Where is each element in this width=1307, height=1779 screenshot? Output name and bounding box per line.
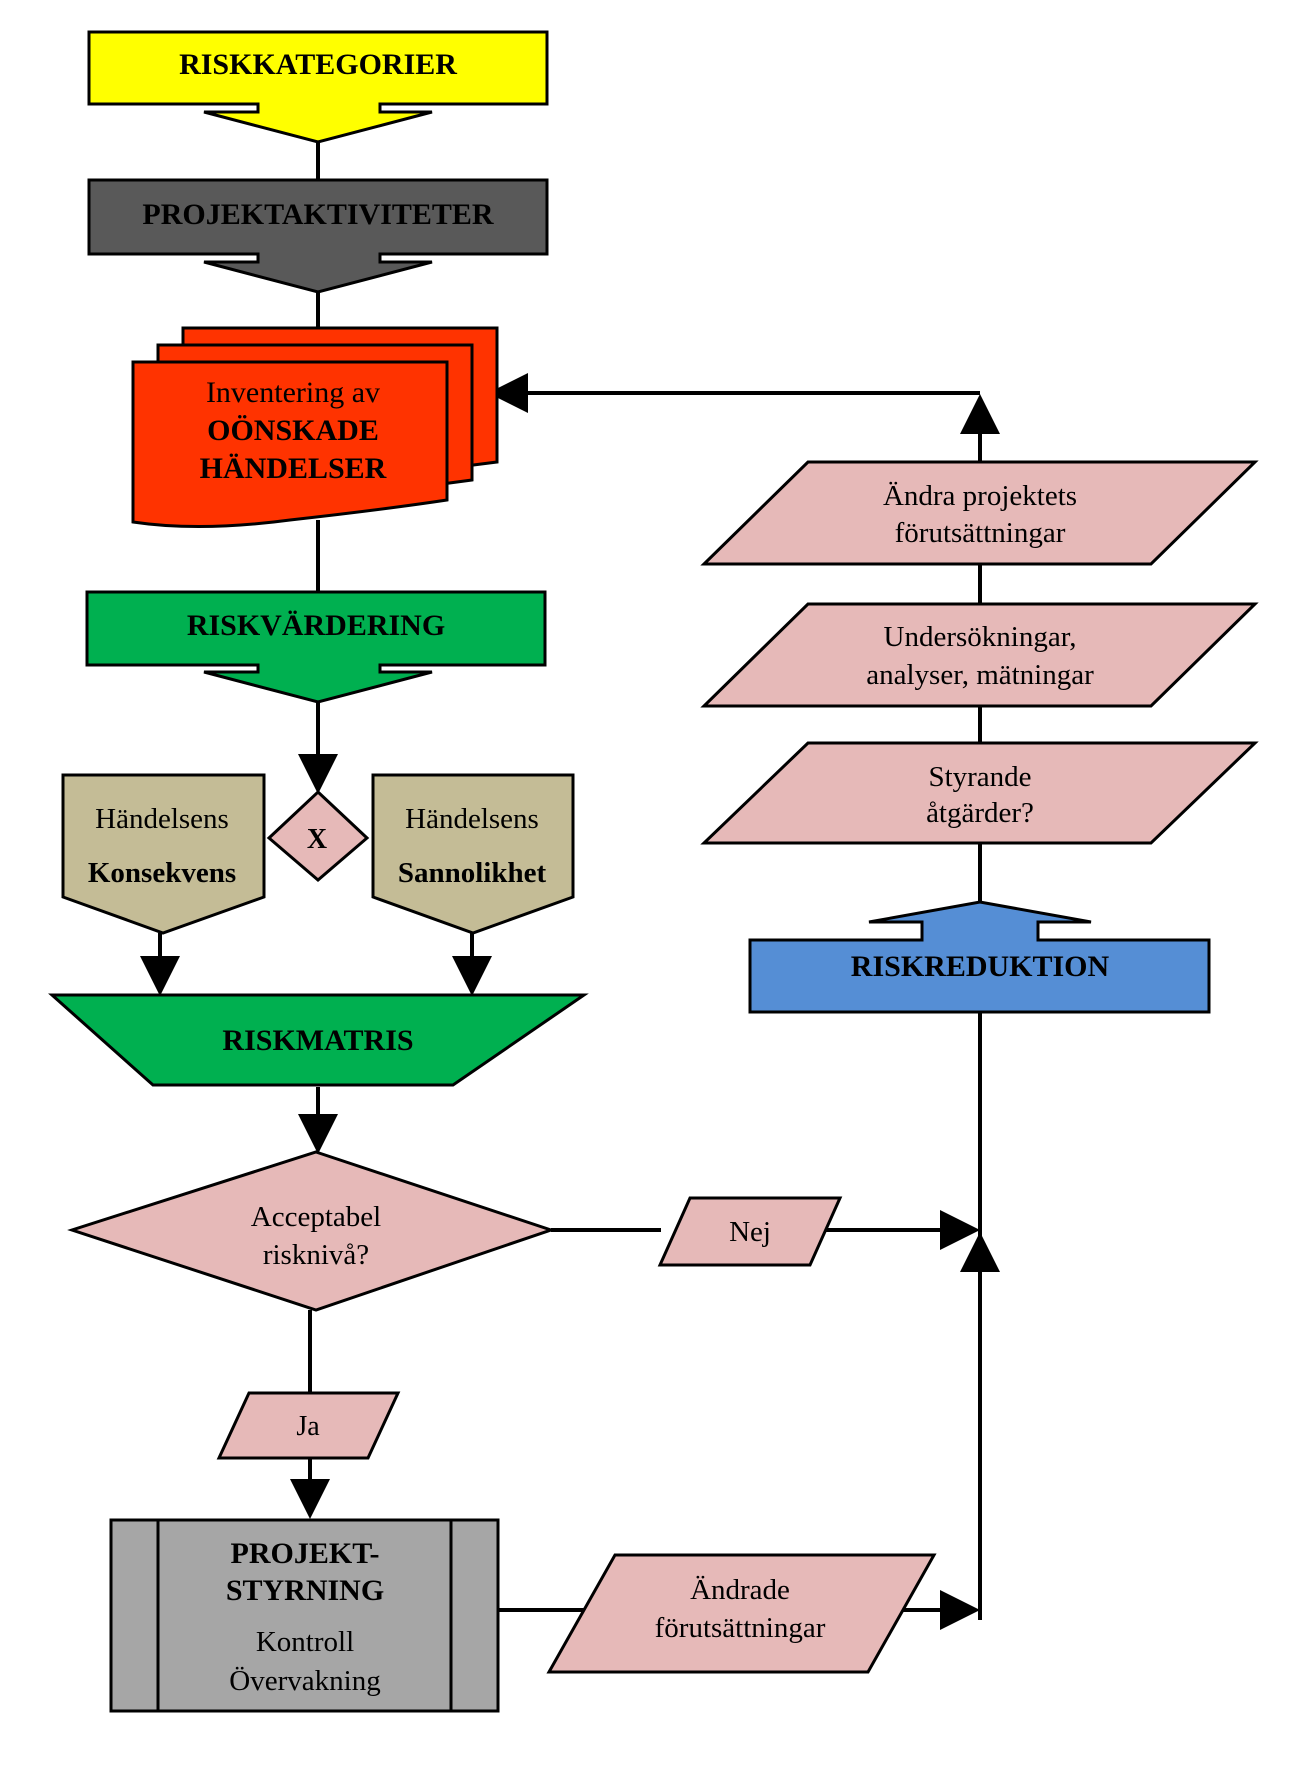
node-styrande: Styrande åtgärder? bbox=[700, 741, 1259, 845]
node-undersokningar: Undersökningar, analyser, mätningar bbox=[700, 602, 1259, 708]
styrande-line2: åtgärder? bbox=[926, 797, 1034, 829]
multiply-label: X bbox=[307, 824, 327, 855]
projektstyrning-line4: Övervakning bbox=[229, 1665, 380, 1697]
sannolikhet-shape bbox=[371, 773, 575, 935]
riskreduktion-label: RISKREDUKTION bbox=[851, 950, 1110, 983]
acceptabel-line1: Acceptabel bbox=[251, 1201, 381, 1233]
inventering-line2: OÖNSKADE bbox=[207, 414, 379, 447]
riskkategorier-shape bbox=[87, 30, 549, 144]
styrande-line1: Styrande bbox=[928, 761, 1031, 793]
projektaktiviteter-label: PROJEKTAKTIVITETER bbox=[142, 198, 494, 231]
konsekvens-line2: Konsekvens bbox=[88, 857, 236, 889]
sannolikhet-line1: Händelsens bbox=[405, 803, 539, 835]
riskmatris-shape bbox=[48, 993, 589, 1087]
konsekvens-line1: Händelsens bbox=[95, 803, 229, 835]
node-projektaktiviteter: PROJEKTAKTIVITETER bbox=[87, 178, 549, 294]
andra-projektets-line2: förutsättningar bbox=[895, 517, 1066, 549]
node-multiply: X bbox=[266, 789, 370, 882]
styrande-shape bbox=[700, 741, 1259, 845]
node-ja: Ja bbox=[216, 1391, 401, 1460]
projektstyrning-line1: PROJEKT- bbox=[231, 1537, 380, 1570]
projektstyrning-line2: STYRNING bbox=[226, 1574, 384, 1607]
inventering-line1: Inventering av bbox=[206, 376, 380, 409]
acceptabel-shape bbox=[67, 1150, 556, 1312]
andra-projektets-line1: Ändra projektets bbox=[883, 480, 1077, 512]
node-andra-projektets: Ändra projektets förutsättningar bbox=[700, 460, 1259, 566]
riskvardering-shape bbox=[85, 590, 547, 704]
acceptabel-line2: risknivå? bbox=[263, 1239, 369, 1271]
node-projektstyrning: PROJEKT- STYRNING Kontroll Övervakning bbox=[109, 1518, 500, 1713]
node-riskkategorier: RISKKATEGORIER bbox=[87, 30, 549, 144]
riskkategorier-label: RISKKATEGORIER bbox=[179, 48, 457, 81]
andrade-shape bbox=[546, 1553, 937, 1674]
andrade-line2: förutsättningar bbox=[655, 1612, 826, 1644]
andrade-line1: Ändrade bbox=[690, 1574, 790, 1606]
node-konsekvens: Händelsens Konsekvens bbox=[61, 773, 266, 935]
node-andrade: Ändrade förutsättningar bbox=[546, 1553, 937, 1674]
projektaktiviteter-shape bbox=[87, 178, 549, 294]
inventering-doc-front bbox=[131, 360, 449, 529]
projektstyrning-line3: Kontroll bbox=[256, 1626, 354, 1658]
undersokningar-line1: Undersökningar, bbox=[884, 621, 1077, 653]
nej-label: Nej bbox=[729, 1216, 771, 1248]
node-sannolikhet: Händelsens Sannolikhet bbox=[371, 773, 575, 935]
multiply-shape bbox=[266, 789, 370, 882]
undersokningar-line2: analyser, mätningar bbox=[866, 659, 1094, 691]
riskmatris-label: RISKMATRIS bbox=[222, 1024, 413, 1057]
nej-shape bbox=[657, 1196, 843, 1267]
andra-projektets-shape bbox=[700, 460, 1259, 566]
riskvardering-label: RISKVÄRDERING bbox=[187, 609, 445, 642]
connectors bbox=[140, 140, 1000, 1630]
node-riskvardering: RISKVÄRDERING bbox=[85, 590, 547, 704]
node-acceptabel: Acceptabel risknivå? bbox=[67, 1150, 556, 1312]
inventering-line3: HÄNDELSER bbox=[200, 452, 387, 485]
node-riskreduktion: RISKREDUKTION bbox=[748, 900, 1211, 1014]
ja-shape bbox=[216, 1391, 401, 1460]
node-inventering: Inventering av OÖNSKADE HÄNDELSER bbox=[131, 326, 499, 529]
node-nej: Nej bbox=[657, 1196, 843, 1267]
sannolikhet-line2: Sannolikhet bbox=[398, 857, 547, 889]
node-riskmatris: RISKMATRIS bbox=[48, 993, 589, 1087]
projektstyrning-shape bbox=[109, 1518, 500, 1713]
konsekvens-shape bbox=[61, 773, 266, 935]
ja-label: Ja bbox=[296, 1411, 320, 1442]
riskreduktion-shape bbox=[748, 900, 1211, 1014]
undersokningar-shape bbox=[700, 602, 1259, 708]
